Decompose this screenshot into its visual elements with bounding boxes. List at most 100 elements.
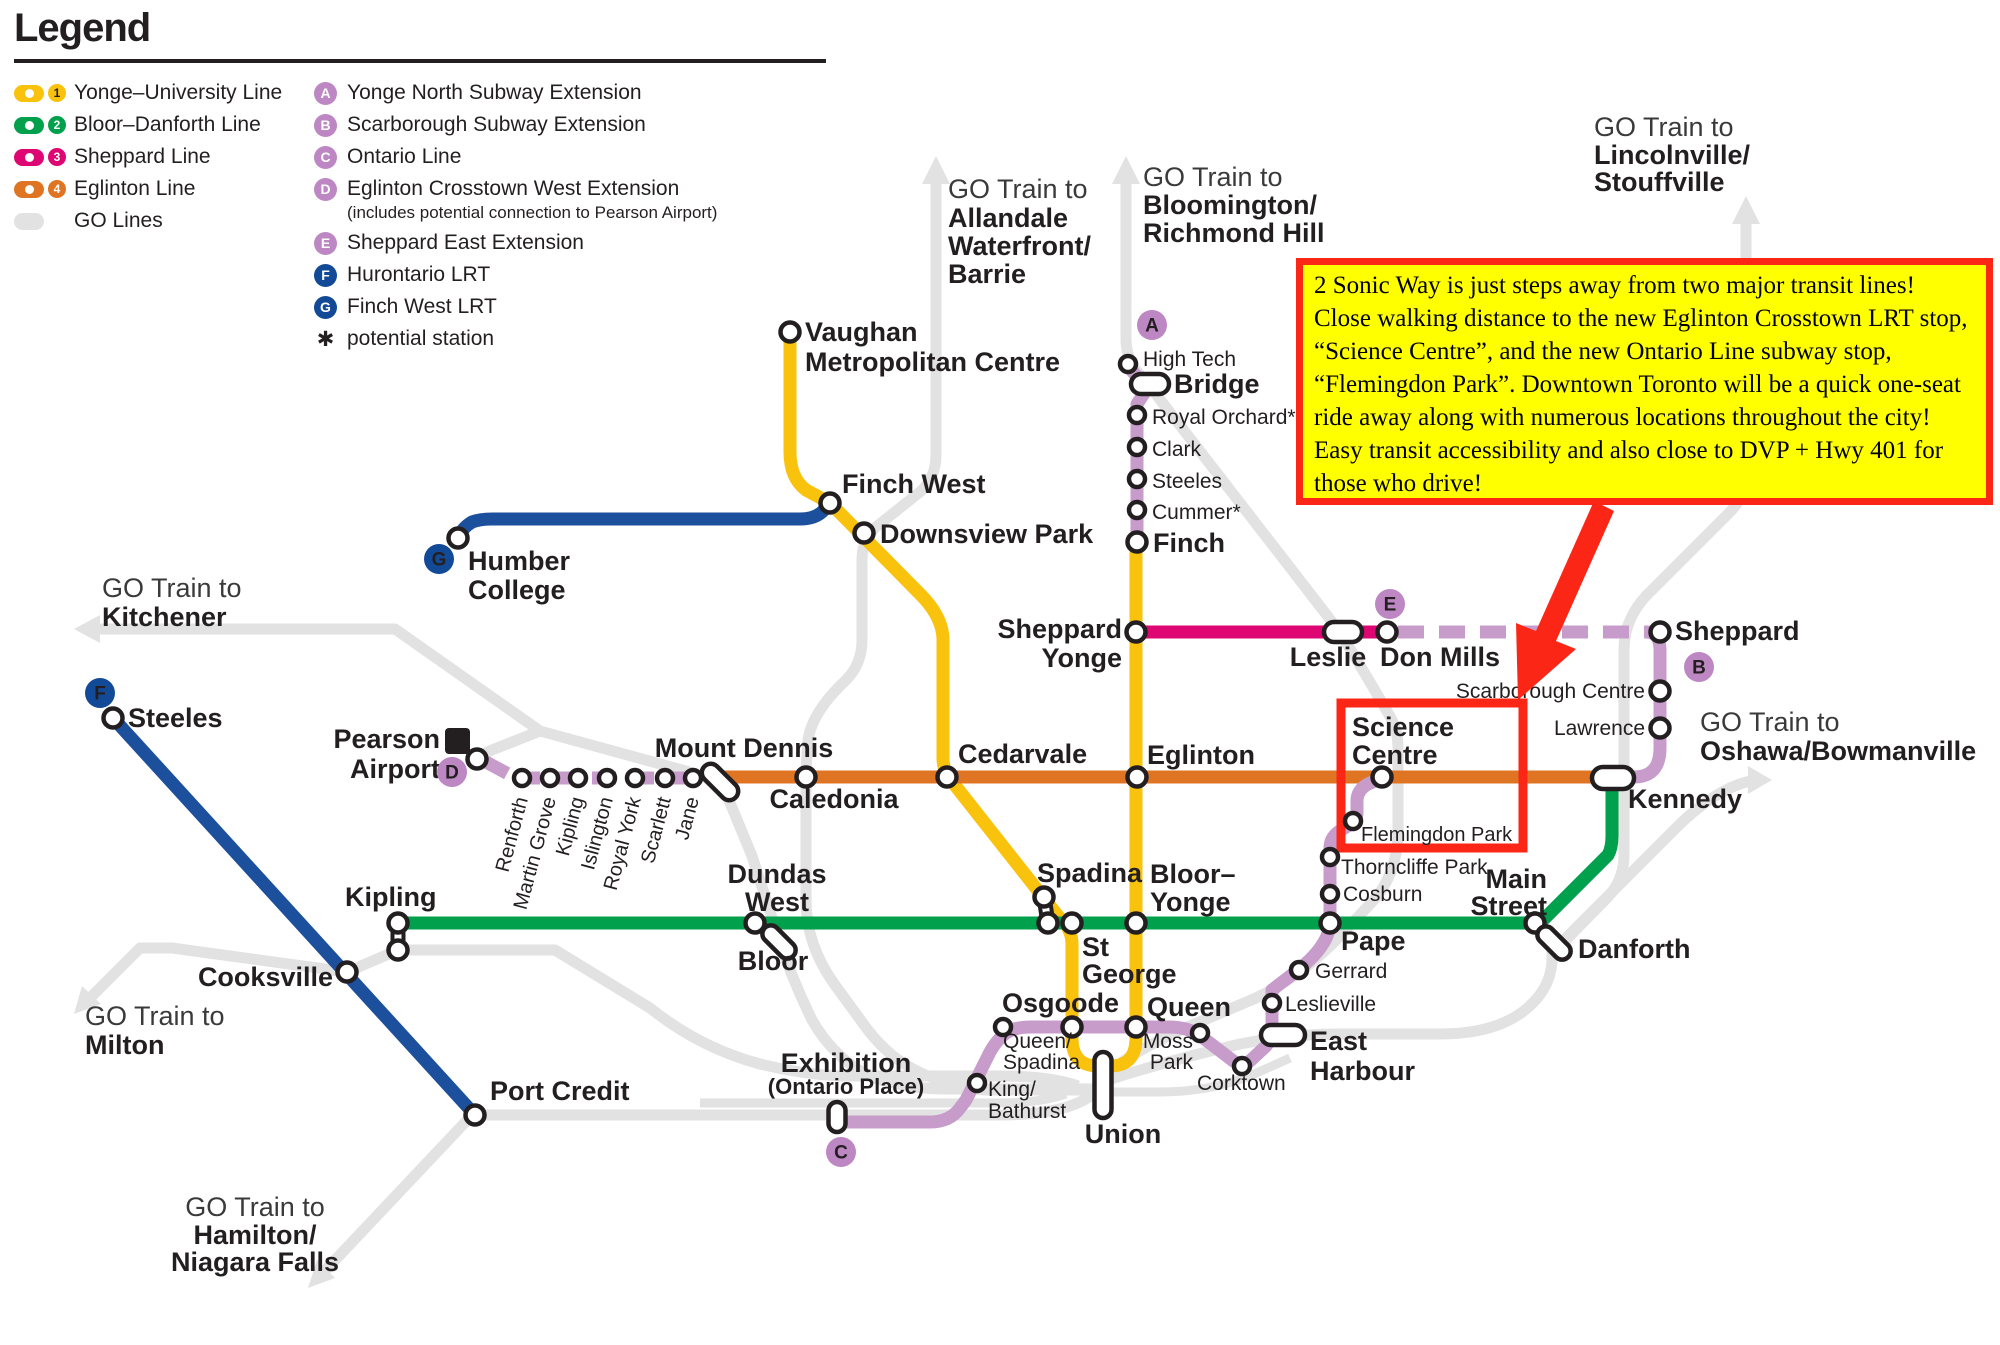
station-sheppard-yonge-label: Yonge <box>1042 643 1123 673</box>
svg-text:F: F <box>94 684 106 705</box>
station-pearson-airport-label: Airport <box>350 754 440 784</box>
go-label-milton: Milton <box>85 1030 164 1060</box>
line-1-swatch <box>14 84 44 102</box>
go-arrow-hamilton <box>308 1260 335 1288</box>
go-label-hamilton-niagara: Niagara Falls <box>171 1247 339 1277</box>
station-high-tech: High Tech <box>1117 348 1236 375</box>
station-moss-park-label: Park <box>1150 1051 1194 1074</box>
station-kennedy: Kennedy <box>1589 764 1742 814</box>
station-king-bathurst-label: Bathurst <box>988 1100 1066 1123</box>
station-main-street-label: Street <box>1470 891 1547 921</box>
station-sheppard: Sheppard <box>1648 616 1800 646</box>
station-leslie-label: Leslie <box>1290 642 1367 672</box>
line-bloor-danforth <box>398 788 1619 930</box>
line-3-number: 3 <box>48 148 66 166</box>
line-2-number: 2 <box>48 116 66 134</box>
station-moss-park-label: Moss <box>1143 1030 1193 1053</box>
legend-label: Yonge–University Line <box>74 81 283 104</box>
station-kipling: Kipling <box>345 882 436 962</box>
station-union-label: Union <box>1085 1119 1161 1149</box>
go-line-milton <box>81 942 1080 1092</box>
station-leslieville-label: Leslieville <box>1285 993 1376 1016</box>
station-dundas-west-label: West <box>745 887 809 917</box>
map-badge-a: A <box>1137 310 1167 340</box>
station-gerrard-label: Gerrard <box>1315 960 1387 983</box>
station-exhibition-ontario-place-label: Exhibition <box>781 1048 912 1078</box>
legend-item-eglinton: 4 Eglinton Line <box>14 173 314 205</box>
legend-title: Legend <box>14 6 151 50</box>
go-label-hamilton-niagara: Hamilton/ <box>193 1220 317 1250</box>
station-mount-dennis: Mount Dennis <box>655 733 833 803</box>
go-label-stouffville: Lincolnville/ <box>1594 140 1751 170</box>
station-pape: Pape <box>1318 911 1406 956</box>
science-centre-highlight-box <box>1336 698 1528 853</box>
legend-label: Sheppard Line <box>74 145 211 168</box>
station-king-bathurst-label: King/ <box>988 1078 1036 1101</box>
station-dundas-west-label: Dundas <box>727 859 826 889</box>
station-queen-spadina: Queen/Spadina <box>992 1016 1080 1074</box>
legend-item-eglinton-crosstown-west: D Eglinton Crosstown West Extension <box>314 173 717 205</box>
station-port-credit-label: Port Credit <box>490 1076 630 1106</box>
badge-e-legend: E <box>314 231 337 255</box>
station-humber-college-label: Humber <box>468 546 571 576</box>
station-bloor-yonge-label: Bloor– <box>1150 859 1236 889</box>
station-corktown-label: Corktown <box>1197 1072 1286 1095</box>
go-label-kitchener: Kitchener <box>102 602 227 632</box>
station-high-tech-label: High Tech <box>1143 348 1236 371</box>
legend-label: Eglinton Line <box>74 177 196 200</box>
station-bridge: Bridge <box>1128 369 1260 399</box>
badge-d-legend: D <box>314 177 337 201</box>
station-caledonia: Caledonia <box>769 765 899 814</box>
station-cummer: Cummer* <box>1126 499 1241 524</box>
go-line-richmond-hill <box>1104 182 1404 1079</box>
go-line-union-strand-west <box>700 1089 1068 1108</box>
station-downsview-park-label: Downsview Park <box>880 519 1094 549</box>
legend-label: Hurontario LRT <box>347 263 491 286</box>
legend-item-sheppard-east: E Sheppard East Extension <box>314 227 717 259</box>
station-clark: Clark <box>1126 436 1202 461</box>
go-arrow-milton <box>74 986 101 1014</box>
go-label-barrie: Barrie <box>948 259 1026 289</box>
station-cooksville-label: Cooksville <box>198 962 333 992</box>
station-cosburn-label: Cosburn <box>1343 883 1422 906</box>
station-gerrard: Gerrard <box>1288 959 1387 983</box>
station-danforth-go: Danforth <box>1535 924 1690 964</box>
legend-item-yonge-university: 1 Yonge–University Line <box>14 77 314 109</box>
station-vaughan-metropolitan-centre-label: Metropolitan Centre <box>805 347 1060 377</box>
station-finch-label: Finch <box>1153 528 1225 558</box>
station-downsview-park: Downsview Park <box>852 519 1094 549</box>
station-sheppard-yonge-label: Sheppard <box>997 614 1122 644</box>
station-steeles-hurontario: Steeles <box>101 703 223 733</box>
station-lawrence-label: Lawrence <box>1554 717 1645 740</box>
station-pearson-airport-label: Pearson <box>333 724 440 754</box>
svg-text:E: E <box>1384 595 1397 616</box>
station-scarborough-centre: Scarborough Centre <box>1456 679 1672 703</box>
station-pape-label: Pape <box>1341 926 1406 956</box>
station-steeles-yonge: Steeles <box>1126 468 1222 493</box>
station-humber-college-label: College <box>468 575 566 605</box>
legend-extensions-column: A Yonge North Subway Extension B Scarbor… <box>314 77 717 355</box>
legend-label: Ontario Line <box>347 145 462 168</box>
go-label-stouffville: Stouffville <box>1594 167 1725 197</box>
legend-label: Finch West LRT <box>347 295 497 318</box>
station-queen: Queen <box>1124 992 1231 1039</box>
legend-item-scarborough-extension: B Scarborough Subway Extension <box>314 109 717 141</box>
go-label-barrie: Waterfront/ <box>948 231 1091 261</box>
station-leslieville: Leslieville <box>1261 992 1376 1016</box>
station-cooksville: Cooksville <box>198 960 359 992</box>
station-st-george-label: St <box>1082 932 1109 962</box>
station-osgoode: Osgoode <box>1002 988 1119 1039</box>
station-finch: Finch <box>1125 528 1225 558</box>
station-don-mills-label: Don Mills <box>1380 642 1500 672</box>
station-flemingdon-park: Flemingdon Park <box>1342 810 1513 846</box>
go-label-barrie: Allandale <box>948 203 1068 233</box>
legend-item-yonge-north-extension: A Yonge North Subway Extension <box>314 77 717 109</box>
badge-f-legend: F <box>314 263 337 287</box>
station-royal-orchard-label: Royal Orchard* <box>1152 406 1296 429</box>
